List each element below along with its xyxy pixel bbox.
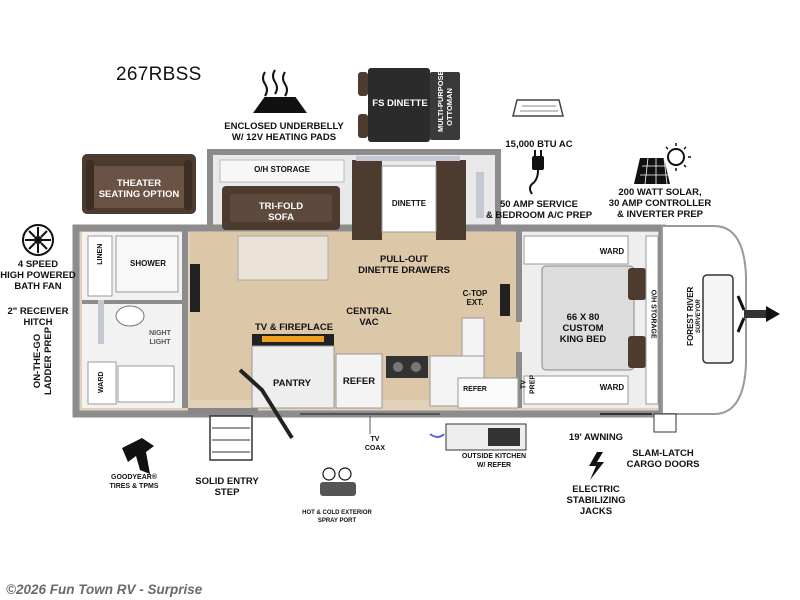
tires-label: GOODYEAR® TIRES & TPMS [109,474,159,490]
king-bed [541,265,635,371]
tv-coax-label: TV COAX [364,436,386,452]
heating-pad-icon [253,69,307,113]
oh-storage-top-label: O/H STORAGE [254,165,310,174]
bath-ward [87,361,117,405]
interior-walls [82,228,522,408]
shower [115,235,179,293]
ctop-label: C-TOP EXT. [462,289,488,307]
central-vac-label: CENTRAL VAC [346,306,392,328]
ward-top-label: WARD [599,247,625,256]
linen-label: LINEN [96,243,104,265]
refer-inside-label: REFER [342,376,376,387]
dinette-label: DINETTE [391,199,427,208]
tv-right [500,284,510,316]
cargo-door [653,413,677,433]
underbelly-label: ENCLOSED UNDERBELLY W/ 12V HEATING PADS [224,121,344,143]
tv-left [190,264,200,312]
toilet [115,305,145,327]
ward-bottom [523,375,629,405]
ladder-prep-label: ON-THE-GO LADDER PREP [32,326,54,396]
ottoman-area [237,235,329,281]
dinette-table [381,165,437,233]
window-slide [476,172,484,218]
stove [386,356,428,378]
dinette-bench-right [436,160,466,240]
dinette-bench-left [352,160,382,240]
outside-kitchen [429,423,527,451]
vanity [117,365,175,403]
outside-refer-box [457,377,519,409]
ward-top [523,235,629,265]
entry-step-label: SOLID ENTRY STEP [195,476,259,498]
solar-panel-icon [634,143,691,185]
sub-brand-label: SURVEYOR [695,299,702,334]
lightning-icon [589,452,604,480]
oh-storage-top [219,159,345,183]
refer-inside [335,353,383,409]
bath-fan-icon [22,224,54,256]
pantry [251,345,335,409]
ward-bottom-label: WARD [599,383,625,392]
king-bed-label: 66 X 80 CUSTOM KING BED [559,312,607,345]
spray-port-icon [320,467,356,496]
spray-port-label: HOT & COLD EXTERIOR SPRAY PORT [302,510,372,524]
shower-label: SHOWER [130,259,166,268]
fs-dinette-icon [358,68,460,142]
theater-seating-icon [82,154,196,214]
amp-service-label: 50 AMP SERVICE & BEDROOM A/C PREP [485,199,593,221]
pantry-label: PANTRY [273,378,311,389]
oh-storage-side-label: O/H STORAGE [649,289,657,339]
front-window [702,274,734,364]
cargo-doors-label: SLAM-LATCH CARGO DOORS [626,448,700,470]
ward-bath-label: WARD [97,371,105,393]
linen-closet [87,235,113,297]
oh-storage-side [645,235,659,405]
theater-label: THEATER SEATING OPTION [98,178,180,200]
night-light-label: NIGHT LIGHT [149,330,171,346]
entry-step [209,368,294,461]
receiver-hitch-label: 2" RECEIVER HITCH [7,306,69,328]
power-plug-icon [529,150,544,195]
bath-fan-label: 4 SPEED HIGH POWERED BATH FAN [0,259,76,292]
awning-label: 19' AWNING [568,432,624,443]
ac-label: 15,000 BTU AC [505,139,573,150]
ac-unit-icon [512,99,564,117]
goodyear-shoe-icon [122,438,154,474]
solar-label: 200 WATT SOLAR, 30 AMP CONTROLLER & INVE… [608,187,712,220]
tv-prep-label: TV PREP [520,374,537,395]
pullout-drawers-label: PULL-OUT DINETTE DRAWERS [358,254,450,276]
outside-kitchen-label: OUTSIDE KITCHEN W/ REFER [461,453,527,469]
watermark: ©2026 Fun Town RV - Surprise [6,582,203,597]
ottoman-label: MULTI-PURPOSE OTTOMAN [436,70,454,132]
hitch-icon [736,295,780,333]
refer-outside-label: REFER [463,386,487,393]
model-number: 267RBSS [116,64,202,85]
stabilizing-jacks-label: ELECTRIC STABILIZING JACKS [566,484,626,517]
fs-dinette-label: FS DINETTE [372,98,428,109]
c-top-ext [461,317,485,357]
sofa-label: TRI-FOLD SOFA [258,201,304,223]
tv-fireplace-label: TV & FIREPLACE [254,322,334,333]
